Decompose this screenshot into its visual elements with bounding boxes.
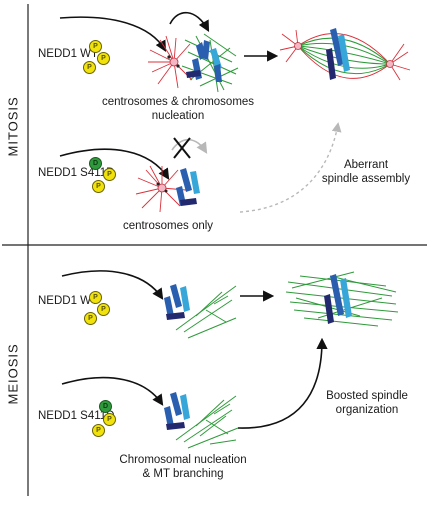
meiosis-wt-input-arrow <box>61 270 164 300</box>
meiosis-boosted-arrow <box>237 337 328 429</box>
phospho-badge: P <box>97 52 110 65</box>
mitosis-bipolar-spindle <box>279 28 411 81</box>
mutation-badge: D <box>89 157 102 170</box>
mitosis-s411d-caption: centrosomes only <box>122 220 214 232</box>
phospho-badge: P <box>103 168 116 181</box>
meiosis-outcome-line2: organization <box>335 404 399 416</box>
phospho-badge: P <box>92 180 105 193</box>
meiosis-outcome-line1: Boosted spindle <box>326 390 408 402</box>
phospho-badge: P <box>84 312 97 325</box>
meiosis-s411d-input-arrow <box>61 376 164 406</box>
blocked-nucleation-cross <box>173 137 191 159</box>
meiosis-caption-line2: & MT branching <box>142 468 224 480</box>
mitosis-outcome-line2: spindle assembly <box>321 173 411 185</box>
mitosis-outcome-line1: Aberrant <box>343 159 389 171</box>
mitosis-s411d-label: NEDD1 S411D <box>38 167 115 179</box>
phospho-badge: P <box>83 61 96 74</box>
meiosis-section-label: MEIOSIS <box>5 343 21 405</box>
mitosis-s411d-centrosome-cluster <box>135 165 200 213</box>
mitosis-wt-label: NEDD1 WT <box>38 48 99 60</box>
aberrant-dashed-arrow <box>239 122 342 213</box>
meiosis-caption-line1: Chromosomal nucleation <box>119 454 247 466</box>
phospho-badge: P <box>103 413 116 426</box>
phospho-badge: P <box>92 424 105 437</box>
phospho-badge: P <box>97 303 110 316</box>
meiosis-s411d-chromosome-cluster <box>164 392 239 449</box>
meiosis-acentrosomal-spindle <box>285 271 399 327</box>
phospho-badge: P <box>89 291 102 304</box>
meiosis-wt-label: NEDD1 WT <box>38 295 99 307</box>
phospho-badge: P <box>89 40 102 53</box>
mutation-badge: D <box>99 400 112 413</box>
meiosis-wt-chromosome-cluster <box>164 284 237 339</box>
mitosis-wt-caption-line2: nucleation <box>151 110 205 122</box>
mitosis-wt-input-arrow <box>59 11 210 52</box>
mitosis-section-label: MITOSIS <box>5 96 21 157</box>
meiosis-s411d-label: NEDD1 S411D <box>38 410 115 422</box>
mitosis-wt-nucleation-cluster <box>148 33 239 93</box>
mitosis-wt-caption-line1: centrosomes & chromosomes <box>101 96 255 108</box>
